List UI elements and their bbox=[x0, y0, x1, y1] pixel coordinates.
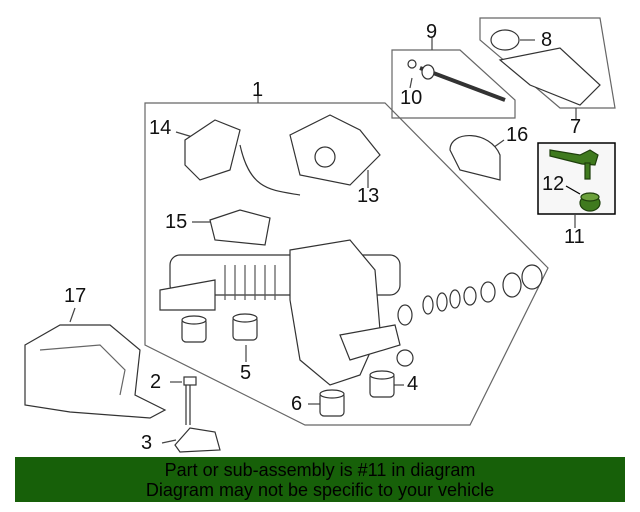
arrow-12 bbox=[565, 185, 581, 195]
callout-3: 3 bbox=[141, 432, 153, 454]
box-9-outline bbox=[391, 49, 516, 119]
diagram-notice-banner: Part or sub-assembly is #11 in diagram D… bbox=[15, 457, 625, 502]
tie-rod-end-highlighted-part bbox=[549, 149, 601, 212]
box-7-outline bbox=[479, 17, 616, 109]
bushing-parts bbox=[181, 313, 395, 417]
harness-and-motor-parts bbox=[184, 114, 381, 246]
bolt-and-bracket-parts bbox=[174, 376, 221, 453]
callout-13: 13 bbox=[357, 185, 380, 207]
callout-1: 1 bbox=[252, 79, 264, 101]
callout-4: 4 bbox=[407, 373, 419, 395]
callout-7: 7 bbox=[570, 116, 582, 138]
callout-10: 10 bbox=[400, 87, 423, 109]
callout-15: 15 bbox=[165, 211, 188, 233]
callout-17: 17 bbox=[64, 285, 87, 307]
main-assembly-outline bbox=[144, 102, 549, 426]
callout-16: 16 bbox=[506, 124, 529, 146]
callout-11[interactable]: 11 bbox=[564, 226, 585, 248]
tie-rod-parts bbox=[407, 29, 601, 181]
callout-9: 9 bbox=[426, 21, 438, 43]
splash-shield-part bbox=[24, 324, 167, 419]
callout-12: 12 bbox=[542, 173, 565, 195]
callout-6: 6 bbox=[291, 393, 303, 415]
seal-rings-part bbox=[396, 264, 543, 367]
callout-8: 8 bbox=[541, 29, 553, 51]
leader-lines bbox=[69, 38, 577, 444]
banner-line-1: Part or sub-assembly is #11 in diagram bbox=[164, 460, 476, 480]
banner-line-2: Diagram may not be specific to your vehi… bbox=[145, 480, 495, 500]
callout-2: 2 bbox=[150, 371, 162, 393]
callout-5: 5 bbox=[240, 362, 252, 384]
rack-and-pinion-part bbox=[159, 239, 401, 386]
callout-14: 14 bbox=[149, 117, 172, 139]
